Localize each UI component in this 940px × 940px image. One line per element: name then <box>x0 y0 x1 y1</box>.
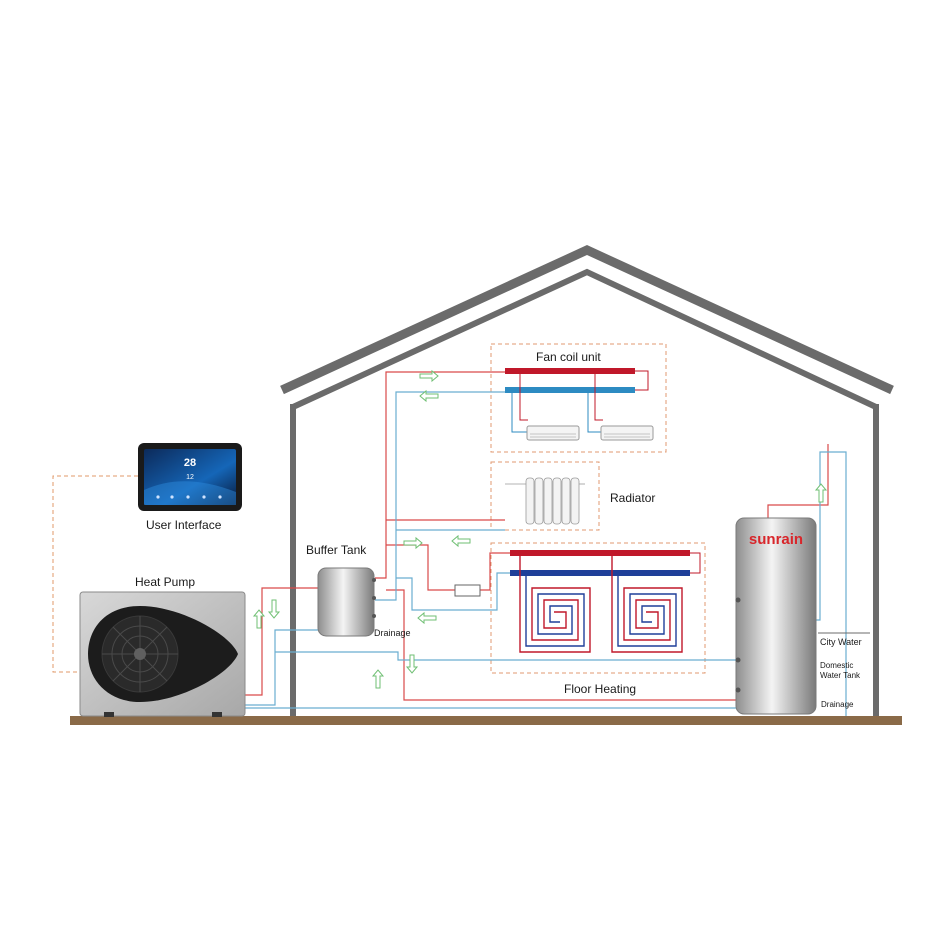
floor-heating <box>510 550 701 653</box>
floor-heating-zone <box>490 542 706 674</box>
mixing-valve <box>454 584 481 597</box>
arrow-right-1 <box>419 369 439 383</box>
arrow-up-2 <box>371 669 385 689</box>
arrow-left-1 <box>419 389 439 403</box>
zone-boxes <box>490 343 706 674</box>
brand-logo: sunrain <box>749 531 803 548</box>
floor-heating-hot-manifold <box>510 550 690 556</box>
radiator-zone <box>490 461 600 531</box>
control-wire <box>52 475 138 673</box>
buffer-drainage-label: Drainage <box>374 628 411 638</box>
tank-drainage-label: Drainage <box>821 700 854 709</box>
heat-pump-unit <box>79 591 246 717</box>
fan-coil-zone <box>490 343 667 453</box>
fan-coil-unit-label: Fan coil unit <box>536 350 601 364</box>
floor-loop-1-hot <box>519 556 591 653</box>
arrow-right-2 <box>403 536 423 550</box>
buffer-tank <box>317 567 376 637</box>
radiator-label: Radiator <box>610 491 656 505</box>
floor-loop-2-cold <box>617 576 677 647</box>
cold-water-pipes <box>245 391 847 716</box>
user-interface-device <box>138 443 242 511</box>
ui-main-reading: 28 <box>183 457 197 469</box>
user-interface-label: User Interface <box>146 518 222 532</box>
arrow-up-3 <box>814 483 828 503</box>
fan-coil-unit <box>505 368 654 441</box>
arrow-left-2 <box>451 534 471 548</box>
house-outline <box>280 245 894 716</box>
arrow-down-2 <box>405 654 419 674</box>
user-interface-screen <box>144 449 236 505</box>
floor-loop-2-hot <box>611 556 683 653</box>
fan-coil-hot-manifold <box>505 368 635 374</box>
floor-heating-label: Floor Heating <box>564 682 637 696</box>
arrow-up-1 <box>252 609 266 629</box>
buffer-tank-label: Buffer Tank <box>306 543 367 557</box>
fan-coil-indoor-unit-2 <box>600 425 654 441</box>
ui-secondary-reading: 12 <box>186 474 194 481</box>
ground-strip <box>70 716 902 725</box>
arrow-down-1 <box>267 599 281 619</box>
fan-coil-indoor-unit-1 <box>526 425 580 441</box>
domestic-water-tank-label: Domestic Water Tank <box>820 661 861 680</box>
fan-coil-cold-manifold <box>505 387 635 393</box>
hot-water-pipes <box>245 371 829 701</box>
city-water-label: City Water <box>820 637 862 647</box>
floor-heating-cold-manifold <box>510 570 690 576</box>
radiator <box>505 477 585 525</box>
arrow-left-3 <box>417 611 437 625</box>
domestic-water-tank <box>735 517 817 715</box>
floor-loop-1-cold <box>525 576 585 647</box>
flow-arrows <box>252 369 828 689</box>
heat-pump-label: Heat Pump <box>135 575 196 589</box>
